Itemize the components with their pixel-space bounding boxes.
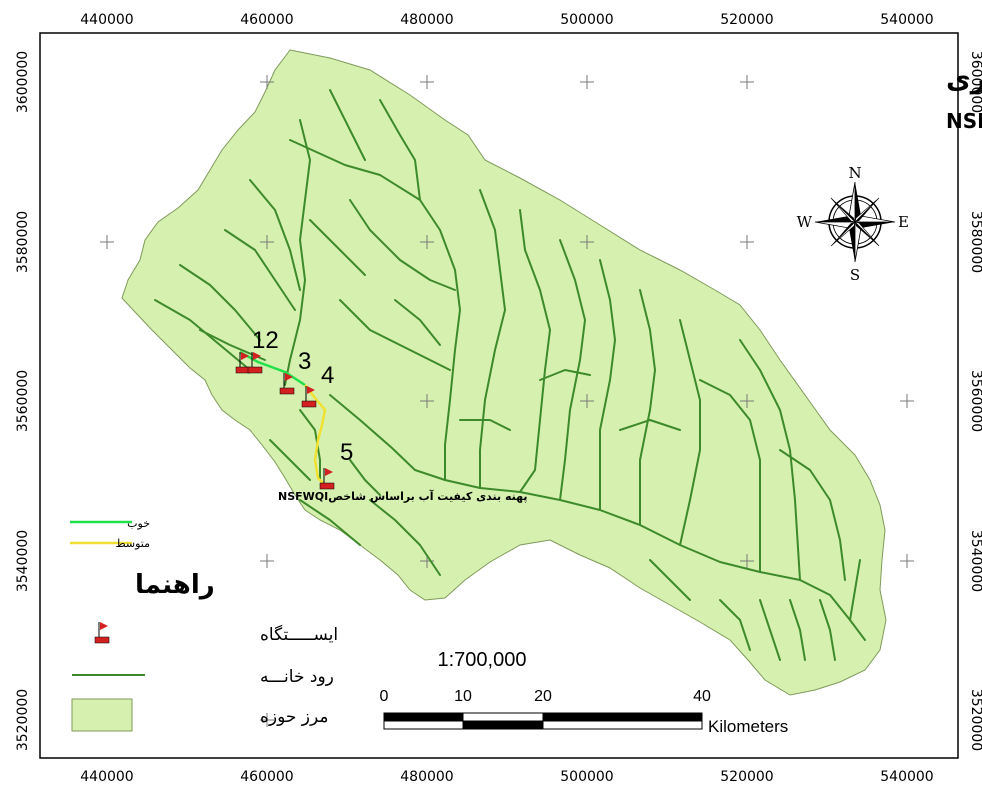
x-tick-label: 440000 (80, 769, 133, 785)
scale-unit: Kilometers (708, 717, 788, 736)
compass-s: S (850, 266, 860, 284)
station-label: 3 (298, 348, 311, 375)
y-tick-label: 3540000 (968, 530, 982, 592)
x-tick-label: 500000 (560, 769, 613, 785)
basin-boundary (121, 49, 887, 696)
x-tick-label: 520000 (720, 12, 773, 28)
station-flag-icon[interactable] (279, 373, 295, 395)
y-tick-label: 3600000 (968, 51, 982, 113)
x-tick-label: 460000 (240, 769, 293, 785)
good-quality-label: خوب (127, 517, 150, 530)
x-axis-top: 440000 460000 480000 500000 520000 54000… (80, 12, 933, 28)
legend-station-flag-icon (94, 622, 110, 644)
quality-legend: پهنه بندی کیفیت آب براساس شاخصNSFWQI خوب… (70, 489, 528, 550)
legend-station-label: ایســـــتگاه (260, 624, 338, 645)
y-tick-label: 3540000 (15, 530, 31, 592)
scale-bar: 1:700,000 0 10 20 40 Kilometers (380, 649, 789, 736)
compass-w: W (797, 213, 813, 231)
north-arrow-icon: N S E W (797, 164, 909, 284)
scale-tick-label: 0 (380, 688, 389, 705)
grid-crosses (100, 75, 914, 727)
compass-e: E (898, 213, 909, 231)
x-tick-label: 520000 (720, 769, 773, 785)
station-label: 4 (321, 362, 334, 389)
y-tick-label: 3560000 (15, 370, 31, 432)
y-axis-left: 3600000 3580000 3560000 3540000 3520000 (15, 51, 31, 751)
x-tick-label: 540000 (880, 12, 933, 28)
y-tick-label: 3600000 (15, 51, 31, 113)
x-tick-label: 460000 (240, 12, 293, 28)
x-tick-label: 440000 (80, 12, 133, 28)
river-network (154, 89, 866, 661)
station-label: 5 (340, 439, 353, 466)
x-axis-bottom: 440000 460000 480000 500000 520000 54000… (80, 769, 933, 785)
map-title: موقعیـــت ایســـتگاه هـــای نمونـــه بــ… (946, 63, 982, 95)
medium-quality-label: متوسط (115, 537, 150, 550)
legend-basin-swatch (71, 698, 133, 732)
legend-basin-label: مرز حوزه (260, 707, 329, 727)
station-markers (235, 352, 335, 490)
y-tick-label: 3580000 (15, 211, 31, 273)
station-label: 12 (252, 327, 279, 354)
y-tick-label: 3520000 (968, 689, 982, 751)
y-tick-label: 3520000 (15, 689, 31, 751)
y-axis-right: 3600000 3580000 3560000 3540000 3520000 (968, 51, 982, 751)
y-tick-label: 3560000 (968, 370, 982, 432)
y-tick-label: 3580000 (968, 211, 982, 273)
scale-tick-label: 40 (693, 688, 711, 705)
medium-quality-reach (304, 384, 328, 488)
good-quality-reach (239, 350, 306, 387)
x-tick-label: 480000 (400, 769, 453, 785)
scale-tick-label: 10 (454, 688, 472, 705)
legend-river-label: رود خانـــه (260, 667, 334, 687)
x-tick-label: 500000 (560, 12, 613, 28)
station-flag-icon[interactable] (247, 352, 263, 374)
main-legend: راهنما ایســـــتگاه رود خانـــه مرز حوزه (71, 570, 338, 732)
station-flag-icon[interactable] (319, 468, 335, 490)
x-tick-label: 540000 (880, 769, 933, 785)
scale-ratio: 1:700,000 (438, 649, 527, 671)
quality-legend-title: پهنه بندی کیفیت آب براساس شاخصNSFWQI (278, 489, 528, 503)
scale-tick-label: 20 (534, 688, 552, 705)
x-tick-label: 480000 (400, 12, 453, 28)
compass-n: N (848, 164, 861, 182)
map-subtitle: و پهنه بندی کیفیت آب بر اساس شاخصNSFWQI (946, 108, 982, 134)
legend-title: راهنما (135, 570, 215, 600)
station-flag-icon[interactable] (301, 386, 317, 408)
